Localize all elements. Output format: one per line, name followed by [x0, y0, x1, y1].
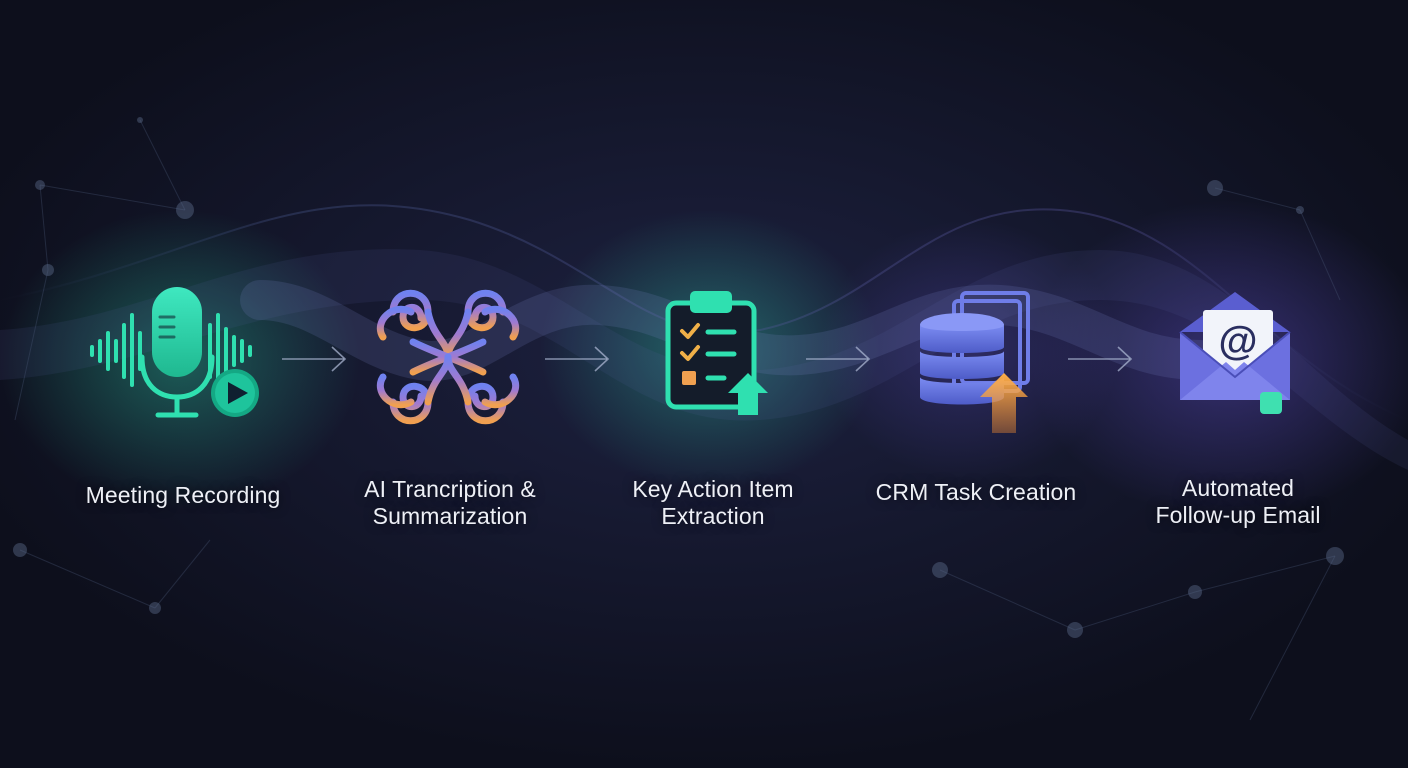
- step-label-line: Meeting Recording: [85, 482, 281, 508]
- step-label-line: Extraction: [661, 503, 765, 529]
- step-label-line: Key Action Item: [632, 476, 794, 502]
- svg-text:@: @: [1218, 319, 1257, 363]
- step-label-line: Automated: [1181, 475, 1295, 501]
- step-label-line: CRM Task Creation: [875, 479, 1077, 505]
- checklist-clipboard-icon: [650, 285, 800, 435]
- database-upload-icon: [912, 285, 1062, 435]
- arrow-right-icon: [282, 344, 352, 374]
- step-label-line: AI Trancription &: [364, 476, 536, 502]
- arrow-right-icon: [1068, 344, 1138, 374]
- step-label-follow-up-email: Automated Follow-up Email: [1118, 475, 1358, 529]
- step-label-action-item-extraction: Key Action Item Extraction: [593, 476, 833, 530]
- step-label-line: Follow-up Email: [1155, 502, 1321, 528]
- step-label-crm-task-creation: CRM Task Creation: [856, 479, 1096, 506]
- email-envelope-icon: @: [1168, 282, 1318, 432]
- microphone-play-icon: [90, 285, 259, 435]
- knot-brain-icon: [373, 282, 523, 432]
- step-label-line: Summarization: [372, 503, 528, 529]
- arrow-right-icon: [545, 344, 615, 374]
- arrow-right-icon: [806, 344, 876, 374]
- step-label-ai-transcription: AI Trancription & Summarization: [330, 476, 570, 530]
- step-label-meeting-recording: Meeting Recording: [63, 482, 303, 509]
